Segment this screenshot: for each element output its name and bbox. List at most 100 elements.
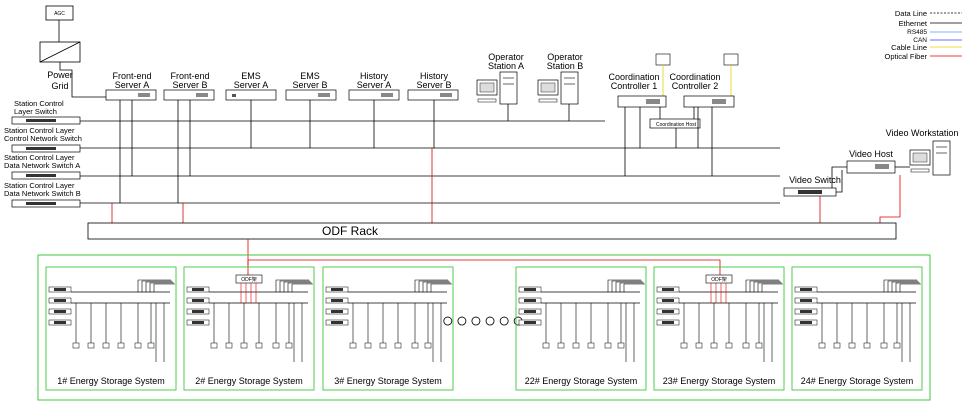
ess-odf-box bbox=[705, 274, 733, 284]
legend-label-optical-fiber: Optical Fiber bbox=[884, 52, 927, 61]
ess-device bbox=[147, 342, 155, 349]
ess-riser bbox=[887, 280, 918, 292]
server-label-2: Server B bbox=[292, 80, 327, 90]
server-label-1: EMS bbox=[241, 71, 261, 81]
ess-unit-panel bbox=[54, 321, 66, 324]
ess-device bbox=[542, 342, 550, 349]
ess-device bbox=[379, 342, 387, 349]
ess-riser bbox=[757, 282, 782, 292]
switch-label-1: Station Control bbox=[14, 99, 64, 108]
ess-device bbox=[742, 342, 750, 349]
ess-label: 1# Energy Storage System bbox=[57, 376, 165, 386]
coordination-host: Coordination Host bbox=[649, 118, 701, 129]
ess-device bbox=[255, 342, 263, 349]
ess-unit-panel bbox=[524, 321, 536, 324]
ess-riser bbox=[275, 279, 309, 292]
energy-storage-system: 3# Energy Storage System bbox=[322, 266, 454, 391]
server-history-b: History Server B bbox=[407, 71, 459, 101]
legend-label-cable-line: Cable Line bbox=[891, 43, 927, 52]
server-label-1: Front-end bbox=[170, 71, 209, 81]
server-label-1: History bbox=[360, 71, 389, 81]
ess-unit-panel bbox=[662, 299, 674, 302]
power-grid-label-2: Grid bbox=[51, 81, 68, 91]
agc-node: AGC bbox=[45, 5, 74, 21]
switch-label-2: Control Network Switch bbox=[4, 134, 82, 143]
ess-riser bbox=[422, 281, 450, 292]
server-label-2: Server B bbox=[416, 80, 451, 90]
ess-unit-panel bbox=[524, 310, 536, 313]
ess-riser bbox=[414, 279, 448, 292]
ess-riser bbox=[891, 281, 919, 292]
odf-rack-label: ODF Rack bbox=[322, 224, 379, 238]
ess-riser bbox=[749, 280, 780, 292]
ess-device bbox=[87, 342, 95, 349]
network-buses bbox=[80, 120, 780, 204]
ess-device bbox=[210, 342, 218, 349]
switch-label-2: Data Network Switch A bbox=[4, 161, 80, 170]
video-switch-label: Video Switch bbox=[789, 175, 841, 185]
ess-label: 22# Energy Storage System bbox=[525, 376, 638, 386]
server-front-end-b: Front-end Server B bbox=[163, 71, 215, 101]
server-label-2: Server A bbox=[234, 80, 269, 90]
ess-riser bbox=[619, 282, 644, 292]
ess-unit-panel bbox=[800, 299, 812, 302]
operator-label-2: Station B bbox=[547, 61, 584, 71]
ess-device bbox=[725, 342, 733, 349]
ess-unit-panel bbox=[192, 288, 204, 291]
switch-label-2: Data Network Switch B bbox=[4, 189, 81, 198]
ess-device bbox=[117, 342, 125, 349]
coordination-controller-2: Coordination Controller 2 bbox=[669, 53, 739, 108]
switch-label-1: Station Control Layer bbox=[4, 126, 75, 135]
coordination-host-label: Coordination Host bbox=[656, 122, 697, 128]
ess-riser bbox=[291, 283, 313, 292]
ess-border bbox=[322, 266, 454, 391]
switch-label-2: Layer Switch bbox=[14, 107, 57, 116]
ess-device bbox=[272, 342, 280, 349]
power-grid-node: Power Grid bbox=[39, 41, 81, 91]
server-label-1: Front-end bbox=[112, 71, 151, 81]
ess-riser bbox=[283, 281, 311, 292]
ess-device bbox=[755, 342, 763, 349]
ess-device bbox=[617, 342, 625, 349]
ess-unit-panel bbox=[800, 321, 812, 324]
ess-device bbox=[848, 342, 856, 349]
server-front-end-a: Front-end Server A bbox=[105, 71, 157, 101]
video-section: Video Workstation Video Host Video Switc… bbox=[783, 128, 959, 197]
operator-label-1: Operator bbox=[547, 52, 583, 62]
ess-riser bbox=[753, 281, 781, 292]
controller-label-2: Controller 1 bbox=[611, 81, 658, 91]
ess-device bbox=[818, 342, 826, 349]
operator-station-a: Operator Station A bbox=[476, 52, 524, 105]
ess-device bbox=[893, 342, 901, 349]
ess-device bbox=[225, 342, 233, 349]
legend-label-ethernet: Ethernet bbox=[899, 19, 928, 28]
ess-riser bbox=[761, 283, 783, 292]
ess-device bbox=[604, 342, 612, 349]
operator-label-2: Station A bbox=[488, 61, 524, 71]
ess-unit-panel bbox=[524, 288, 536, 291]
ess-device bbox=[710, 342, 718, 349]
ess-device bbox=[394, 342, 402, 349]
ess-unit-panel bbox=[331, 310, 343, 313]
ess-riser bbox=[145, 281, 173, 292]
switch-label-1: Station Control Layer bbox=[4, 153, 75, 162]
ess-riser bbox=[137, 279, 171, 292]
server-label-2: Server B bbox=[172, 80, 207, 90]
ess-unit-panel bbox=[192, 321, 204, 324]
ess-odf-label: ODF架 bbox=[241, 277, 257, 283]
ess-device bbox=[364, 342, 372, 349]
ess-outer-frame bbox=[37, 254, 931, 401]
controller-label-1: Coordination bbox=[669, 72, 720, 82]
ess-device bbox=[587, 342, 595, 349]
ess-device bbox=[833, 342, 841, 349]
ess-device bbox=[880, 342, 888, 349]
server-label-1: EMS bbox=[300, 71, 320, 81]
ess-riser bbox=[611, 280, 642, 292]
energy-storage-system: 22# Energy Storage System bbox=[515, 266, 647, 391]
fiber-links-top bbox=[111, 148, 901, 223]
video-workstation-label: Video Workstation bbox=[886, 128, 959, 138]
ess-device bbox=[240, 342, 248, 349]
